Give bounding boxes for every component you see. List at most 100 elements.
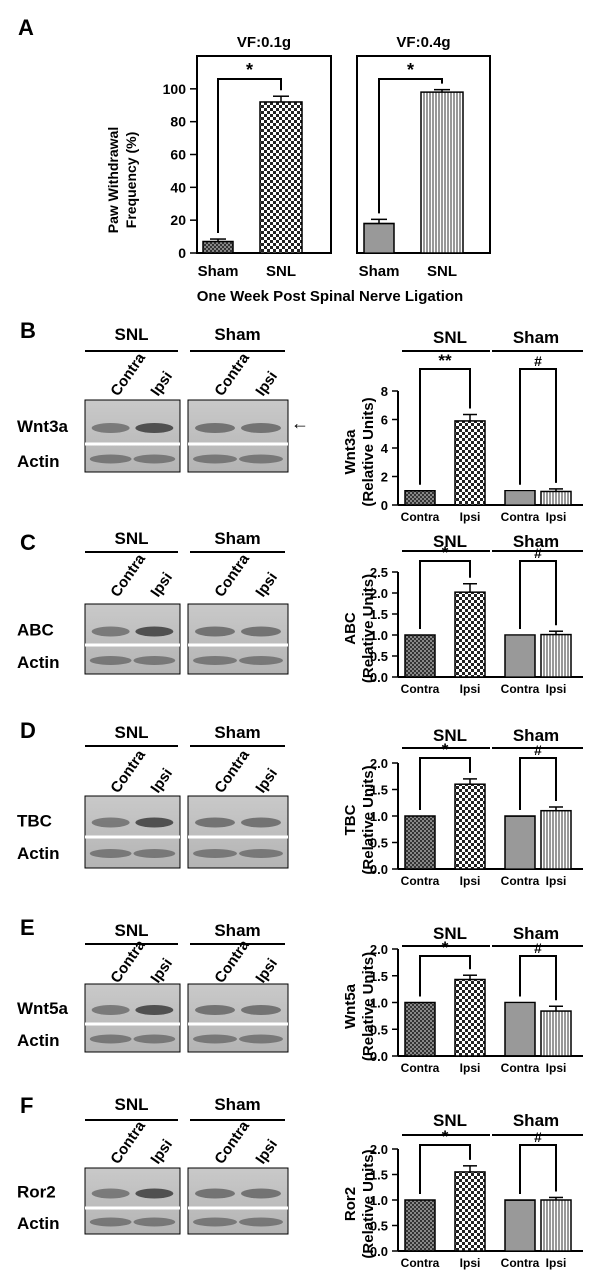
protein-label: Wnt5a <box>17 999 69 1018</box>
protein-band <box>135 1005 174 1015</box>
x-tick-label: Contra <box>501 682 540 696</box>
panel-a-ylabel-line1: Paw Withdrawal <box>105 127 121 233</box>
lane-label: Ipsi <box>147 765 176 796</box>
control-label: Actin <box>17 452 60 471</box>
chart-group-label: Sham <box>513 532 559 551</box>
y-axis-title-line1: ABC <box>342 612 359 645</box>
panel-a-ytick-label: 0 <box>178 245 186 261</box>
panel-letter-a: A <box>18 15 34 40</box>
panel-a-xtick-label: SNL <box>266 263 296 280</box>
sig-bracket-snl <box>419 368 471 485</box>
x-tick-label: Contra <box>501 1256 540 1270</box>
y-tick-label: 0.5 <box>370 1219 388 1234</box>
protein-band <box>195 423 235 433</box>
panel-letter: F <box>20 1093 33 1118</box>
x-tick-label: Ipsi <box>460 874 481 888</box>
y-axis-title-line1: Ror2 <box>342 1187 359 1221</box>
data-bar <box>454 1171 486 1252</box>
chart-group-label: Sham <box>513 1111 559 1130</box>
panel-a-bar <box>259 101 303 254</box>
panel-letter: D <box>20 718 36 743</box>
panel-a-xtick-label: Sham <box>198 263 239 280</box>
data-bar <box>454 978 486 1057</box>
chart-group-label: Sham <box>513 924 559 943</box>
blot-separator <box>85 643 180 647</box>
y-tick-label: 2.0 <box>370 1142 388 1157</box>
y-tick-label: 0.0 <box>370 1244 388 1259</box>
y-axis-title-line2: (Relative Units) <box>360 1149 377 1258</box>
panel-a-sig-mark: * <box>246 60 253 80</box>
protein-band <box>91 817 130 828</box>
panel-a-ylabel-line2: Frequency (%) <box>123 132 139 228</box>
sig-bracket-snl <box>419 757 471 810</box>
actin-band <box>193 454 237 464</box>
sig-mark-sham: # <box>534 1129 542 1145</box>
panel-a-sig-bracket <box>378 78 443 214</box>
lane-label: Ipsi <box>252 1136 281 1167</box>
actin-band <box>193 1217 237 1227</box>
blot-separator <box>85 442 180 446</box>
actin-band <box>89 1034 132 1044</box>
protein-band <box>195 1005 235 1015</box>
data-bar <box>540 633 572 678</box>
actin-band <box>133 656 176 665</box>
blot-group-label: Sham <box>214 325 260 344</box>
protein-band <box>241 1188 281 1199</box>
panel-letter: E <box>20 915 35 940</box>
chart-group-label: SNL <box>433 532 467 551</box>
y-tick-label: 1.0 <box>370 1193 388 1208</box>
x-tick-label: Contra <box>401 1256 440 1270</box>
y-tick-label: 0.0 <box>370 670 388 685</box>
protein-label: TBC <box>17 812 52 831</box>
x-tick-label: Contra <box>501 1061 540 1075</box>
blot-separator <box>188 1022 288 1026</box>
data-bar <box>504 634 536 678</box>
y-tick-label: 0.5 <box>370 1022 388 1037</box>
data-bar <box>404 1001 436 1057</box>
y-tick-label: 2.5 <box>370 565 388 580</box>
protein-band <box>195 817 235 828</box>
y-tick-label: 1.5 <box>370 783 388 798</box>
x-tick-label: Ipsi <box>460 1256 481 1270</box>
sig-mark-snl: ** <box>438 351 452 370</box>
y-tick-label: 0 <box>381 498 388 513</box>
panel-a-sig-mark: * <box>407 60 414 80</box>
data-bar <box>540 1010 572 1057</box>
data-bar <box>540 1199 572 1252</box>
y-axis-title: Wnt3a(Relative Units) <box>342 397 377 506</box>
lane-label: Ipsi <box>147 955 176 986</box>
sig-bracket-sham <box>519 955 557 1001</box>
blot-separator <box>188 643 288 647</box>
blot-separator <box>85 1206 180 1210</box>
protein-label: Wnt3a <box>17 417 69 436</box>
blot-group-label: SNL <box>115 921 149 940</box>
lane-label: Contra <box>211 550 253 600</box>
protein-band <box>91 423 130 433</box>
lane-label: Ipsi <box>252 765 281 796</box>
data-bar <box>504 1199 536 1252</box>
panel-letter: C <box>20 530 36 555</box>
chart-group-label: Sham <box>513 328 559 347</box>
x-tick-label: Ipsi <box>546 874 567 888</box>
y-tick-label: 2 <box>381 470 388 485</box>
panel-a-bar <box>420 91 464 254</box>
panel-letter: B <box>20 318 36 343</box>
y-axis-title: ABC(Relative Units) <box>342 574 377 683</box>
panel-a-ytick-label: 60 <box>170 147 186 163</box>
y-axis-title: Wnt5a(Relative Units) <box>342 952 377 1061</box>
y-axis-title-line2: (Relative Units) <box>360 397 377 506</box>
sig-mark-sham: # <box>534 545 542 561</box>
lane-label: Contra <box>107 349 149 399</box>
sig-bracket-snl <box>419 955 471 997</box>
sig-mark-snl: * <box>442 938 449 957</box>
blot-group-label: SNL <box>115 723 149 742</box>
actin-band <box>239 1034 283 1044</box>
lane-label: Ipsi <box>147 1136 176 1167</box>
lane-label: Ipsi <box>252 569 281 600</box>
sig-bracket-sham <box>519 1144 557 1194</box>
x-tick-label: Ipsi <box>546 682 567 696</box>
actin-band <box>133 1217 176 1227</box>
y-axis-title-line2: (Relative Units) <box>360 765 377 874</box>
